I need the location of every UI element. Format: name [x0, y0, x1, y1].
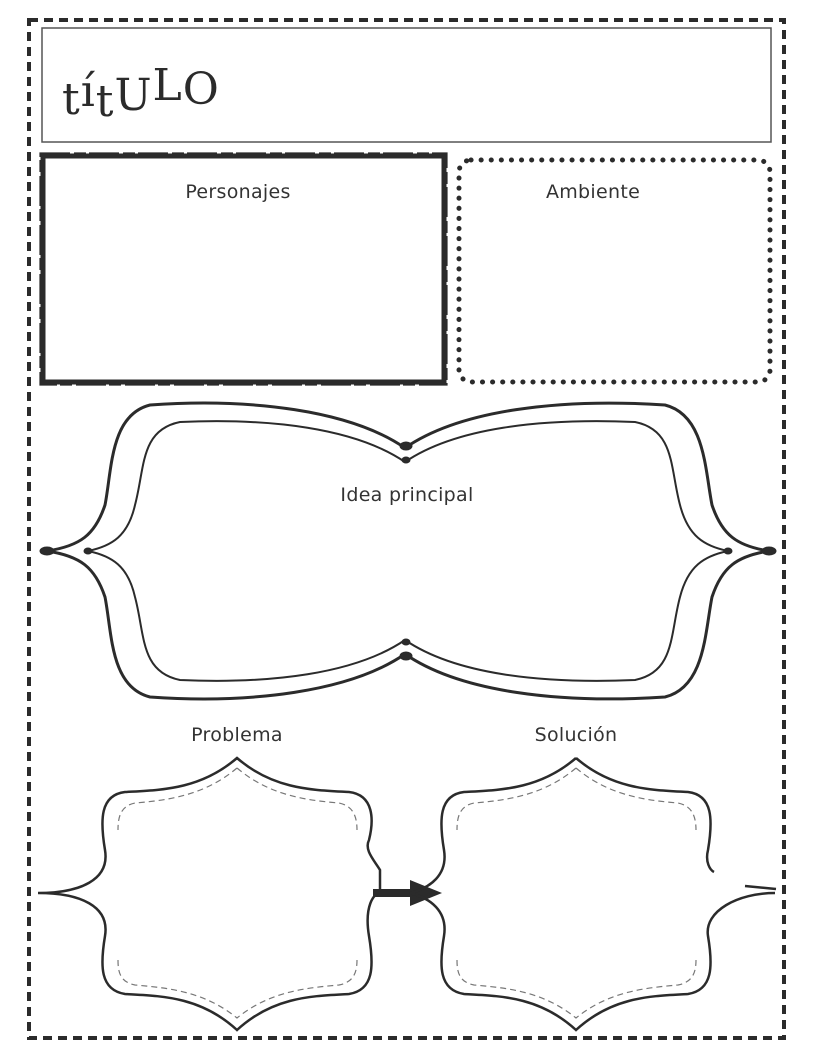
solution-label: Solución: [534, 724, 618, 746]
page-title: títULO: [62, 60, 220, 127]
characters-box-rough-edge: [39, 152, 448, 386]
solution-frame[interactable]: [409, 757, 777, 1032]
title-box[interactable]: [41, 27, 772, 143]
outer-dashed-border: [27, 18, 786, 1040]
main-idea-frame[interactable]: [39, 401, 777, 701]
setting-box[interactable]: [456, 157, 773, 385]
problem-frame[interactable]: [37, 756, 382, 1032]
problem-label: Problema: [191, 724, 283, 746]
characters-box[interactable]: [40, 153, 447, 385]
main-idea-label: Idea principal: [340, 484, 474, 506]
characters-label: Personajes: [185, 181, 291, 203]
right-arrow-icon: [373, 880, 442, 906]
setting-label: Ambiente: [545, 181, 641, 203]
